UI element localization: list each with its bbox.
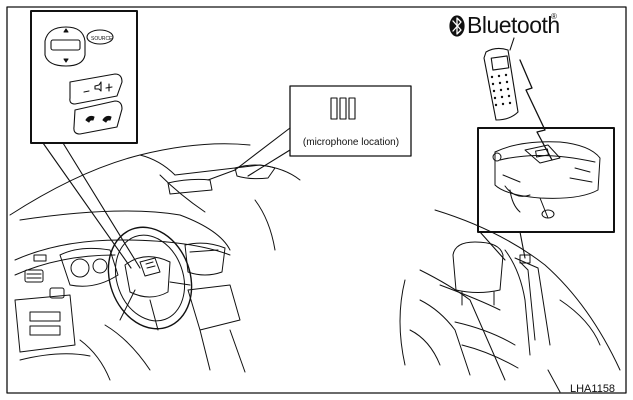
bluetooth-control-unit (492, 141, 601, 219)
dashboard-scene (9, 143, 301, 381)
microphone-location-label: (microphone location) (302, 137, 400, 148)
cell-phone-icon (483, 37, 519, 121)
figure-border (6, 6, 627, 394)
steering-switch-inset (30, 10, 138, 144)
microphone-callout-line (247, 149, 291, 177)
microphone-callout-line (234, 127, 291, 171)
steering-switch-pad (44, 26, 86, 67)
control-unit-callout-line (479, 231, 506, 261)
phone-button-strip (73, 100, 123, 135)
microphone-inset (289, 85, 412, 157)
source-button-label: SOURCE (91, 36, 113, 42)
figure-code-label: LHA1158 (570, 383, 616, 395)
wireless-signal-icon (519, 59, 553, 161)
rear-seat-scene (399, 209, 621, 393)
microphone-grille-icon (330, 97, 356, 120)
source-button (86, 29, 114, 45)
control-unit-callout-line (519, 231, 526, 259)
registered-mark: ® (551, 12, 557, 21)
volume-button-strip (69, 73, 123, 105)
bluetooth-icon (449, 15, 465, 37)
control-unit-inset (477, 127, 615, 233)
switch-callout-line (42, 142, 132, 269)
bluetooth-logo-text: Bluetooth (467, 12, 560, 38)
switch-callout-line (62, 142, 141, 269)
steering-wheel (107, 226, 193, 330)
